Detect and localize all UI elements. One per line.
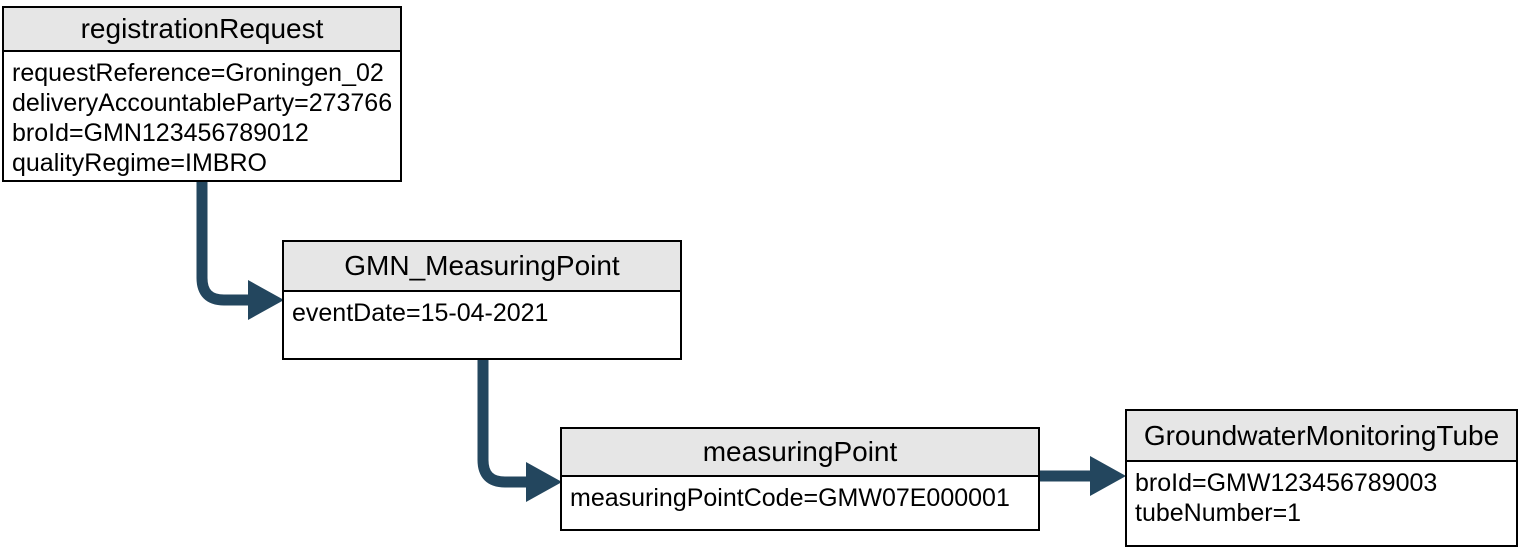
field-bro-id: broId=GMN123456789012 [12, 119, 309, 147]
node-measuring-point: measuringPoint measuringPointCode=GMW07E… [560, 427, 1040, 531]
field-request-reference: requestReference=Groningen_02 [12, 59, 384, 87]
node-measuring-point-body: measuringPointCode=GMW07E000001 [562, 477, 1038, 513]
node-gmn-measuring-point-title: GMN_MeasuringPoint [284, 242, 680, 292]
connector-gmn-to-measuringpoint [477, 360, 528, 488]
node-registration-request-title: registrationRequest [4, 8, 400, 52]
arrowhead-icon [526, 462, 562, 502]
node-registration-request: registrationRequest requestReference=Gro… [2, 6, 402, 182]
field-tube-number: tubeNumber=1 [1135, 499, 1302, 527]
node-groundwater-monitoring-tube-body: broId=GMW123456789003 tubeNumber=1 [1127, 462, 1516, 528]
node-groundwater-monitoring-tube-title: GroundwaterMonitoringTube [1127, 411, 1516, 462]
node-measuring-point-title: measuringPoint [562, 429, 1038, 477]
field-measuring-point-code: measuringPointCode=GMW07E000001 [570, 484, 1010, 512]
arrowhead-icon [1090, 456, 1126, 496]
field-delivery-accountable-party: deliveryAccountableParty=27376655 [12, 89, 392, 117]
field-event-date: eventDate=15-04-2021 [292, 299, 549, 327]
field-quality-regime: qualityRegime=IMBRO [12, 149, 267, 177]
connector-registration-to-gmn [196, 182, 250, 306]
node-gmn-measuring-point-body: eventDate=15-04-2021 [284, 292, 680, 328]
arrowhead-icon [248, 280, 284, 320]
field-bro-id: broId=GMW123456789003 [1135, 469, 1438, 497]
node-registration-request-body: requestReference=Groningen_02 deliveryAc… [4, 52, 400, 178]
node-groundwater-monitoring-tube: GroundwaterMonitoringTube broId=GMW12345… [1125, 409, 1518, 547]
node-gmn-measuring-point: GMN_MeasuringPoint eventDate=15-04-2021 [282, 240, 682, 360]
